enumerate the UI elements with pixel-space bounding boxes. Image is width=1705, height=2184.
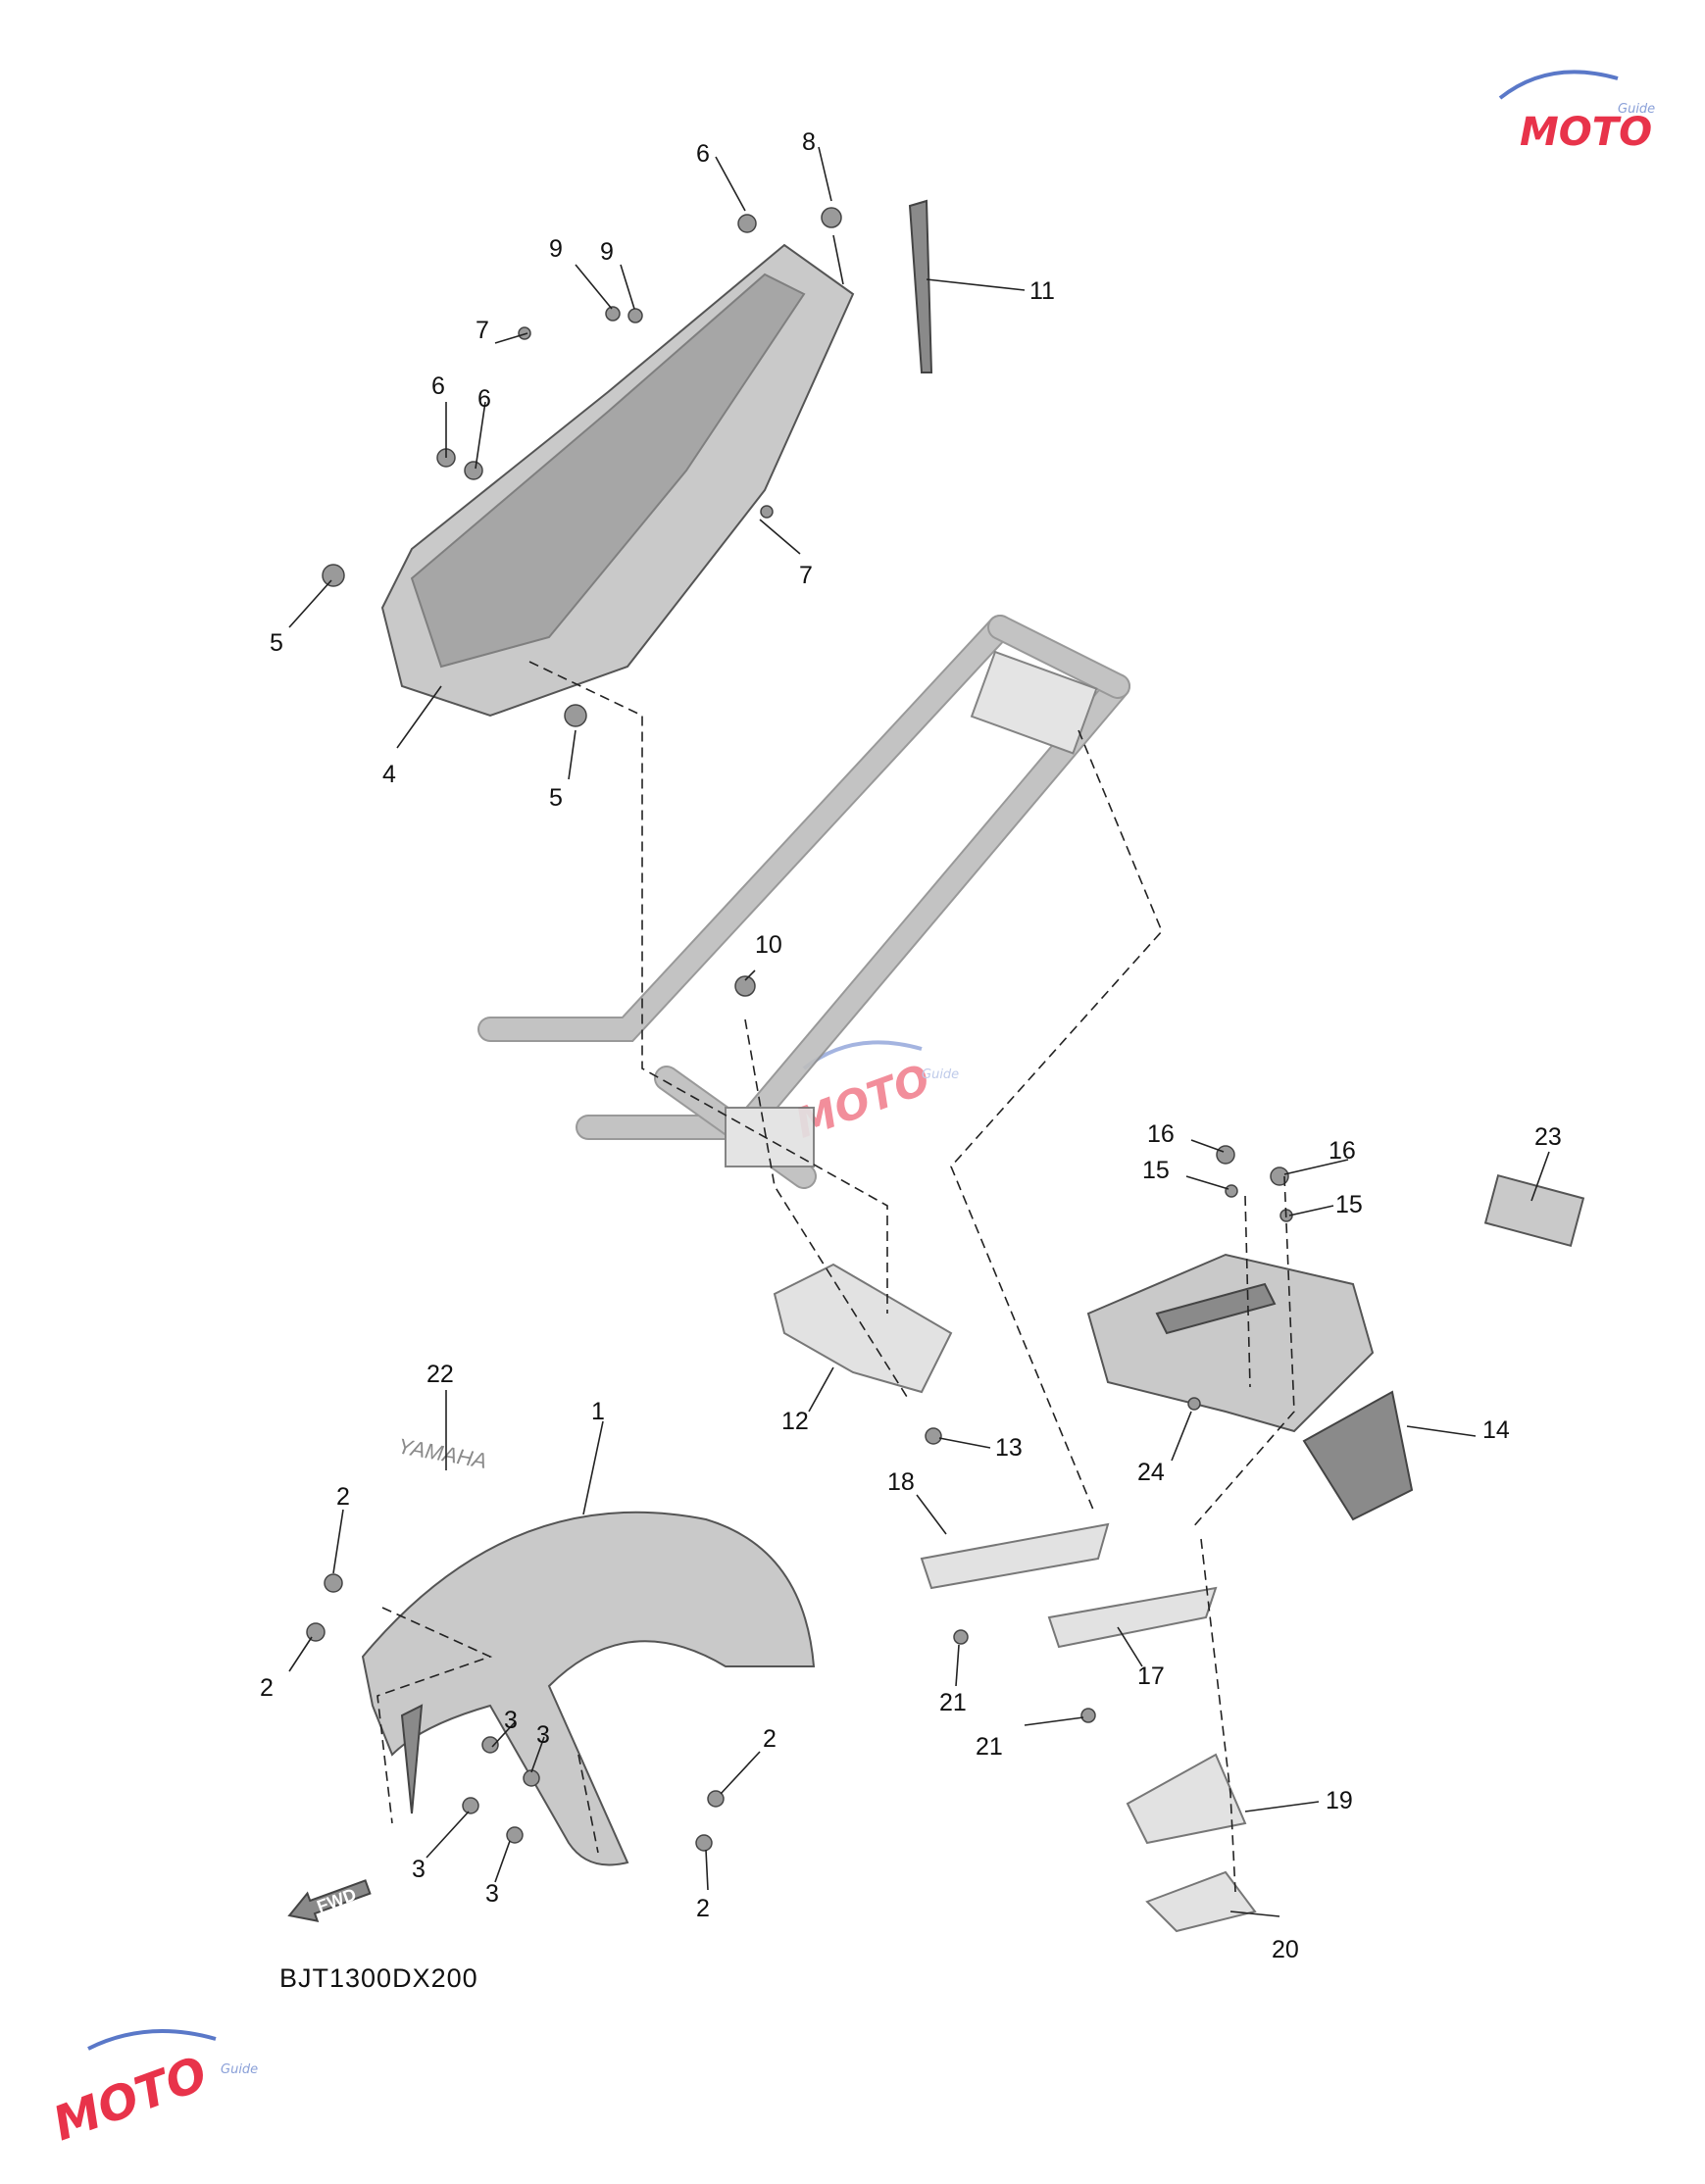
nut-icon xyxy=(1216,1145,1235,1165)
callout-2: 2 xyxy=(260,1674,274,1702)
callout-4: 4 xyxy=(382,761,396,788)
callout-9: 9 xyxy=(600,238,614,266)
callout-2: 2 xyxy=(763,1725,777,1753)
nut-icon xyxy=(734,975,756,997)
callout-15: 15 xyxy=(1142,1157,1170,1184)
nut-icon xyxy=(523,1769,540,1787)
hardware-items xyxy=(306,207,1293,1852)
nut-icon xyxy=(481,1736,499,1754)
assembly-lines xyxy=(376,661,1295,1893)
callout-2: 2 xyxy=(336,1483,350,1511)
svg-text:Guide: Guide xyxy=(922,1067,959,1082)
bracket-part-17 xyxy=(1047,1586,1218,1649)
callout-16: 16 xyxy=(1329,1137,1356,1165)
grommet-icon xyxy=(322,564,345,587)
svg-text:FWD: FWD xyxy=(315,1884,359,1916)
callout-9: 9 xyxy=(549,235,563,263)
callout-3: 3 xyxy=(536,1721,550,1749)
bracket-part-18 xyxy=(920,1522,1110,1590)
callout-6: 6 xyxy=(477,385,491,413)
callout-19: 19 xyxy=(1326,1787,1353,1814)
callout-7: 7 xyxy=(799,562,813,589)
callout-23: 23 xyxy=(1534,1123,1562,1151)
bolt-icon xyxy=(306,1622,326,1642)
callout-14: 14 xyxy=(1482,1416,1510,1444)
nut-icon xyxy=(462,1797,479,1814)
clip-icon xyxy=(760,505,774,519)
callout-21: 21 xyxy=(976,1733,1003,1761)
callout-7: 7 xyxy=(476,317,489,344)
svg-text:Guide: Guide xyxy=(1618,102,1655,117)
nut-icon xyxy=(464,461,483,480)
plate-part-19 xyxy=(1126,1753,1247,1845)
callout-3: 3 xyxy=(412,1856,426,1883)
nut-icon xyxy=(1187,1397,1201,1411)
arrow-left-icon xyxy=(287,1879,372,1922)
nut-icon xyxy=(1270,1166,1289,1186)
callout-20: 20 xyxy=(1272,1936,1299,1963)
bolt-icon xyxy=(324,1573,343,1593)
nut-icon xyxy=(821,207,842,228)
decal-part-22: YAMAHA xyxy=(396,1433,489,1473)
callout-13: 13 xyxy=(995,1434,1023,1462)
nut-icon xyxy=(506,1826,524,1844)
callout-12: 12 xyxy=(781,1408,809,1435)
watermark-logo-bottom: MOTO Guide xyxy=(46,2029,258,2152)
rear-fender-part-4 xyxy=(380,243,855,718)
svg-text:MOTO: MOTO xyxy=(46,2046,215,2152)
clip-icon xyxy=(518,326,531,340)
nut-icon xyxy=(605,306,621,322)
callout-16: 16 xyxy=(1147,1120,1175,1148)
callout-5: 5 xyxy=(270,629,283,657)
callout-17: 17 xyxy=(1137,1663,1165,1690)
bracket-part-12 xyxy=(773,1263,953,1394)
svg-text:Guide: Guide xyxy=(221,2062,258,2077)
callout-6: 6 xyxy=(696,140,710,168)
leader-lines xyxy=(288,146,1550,1917)
nut-icon xyxy=(1080,1708,1096,1723)
callout-11: 11 xyxy=(1029,277,1055,305)
plate-holder-part-14 xyxy=(1086,1253,1414,1521)
watermark-logo-top: MOTO Guide xyxy=(1498,70,1655,155)
plate-part-20 xyxy=(1145,1870,1257,1933)
callout-labels: 6 8 9 9 11 7 6 6 7 5 4 5 10 16 16 23 15 … xyxy=(260,128,1562,1963)
bolt-icon xyxy=(695,1834,713,1852)
nut-icon xyxy=(737,214,757,233)
grommet-icon xyxy=(564,704,587,727)
front-fender-part-1 xyxy=(361,1511,816,1866)
reflector-part-23 xyxy=(1483,1173,1585,1248)
callout-18: 18 xyxy=(887,1468,915,1496)
nut-icon xyxy=(627,308,643,323)
callout-10: 10 xyxy=(755,931,782,959)
subframe-illustration xyxy=(477,615,1130,1189)
callout-22: 22 xyxy=(426,1361,454,1388)
nut-icon xyxy=(925,1427,942,1445)
nut-icon xyxy=(953,1629,969,1645)
callout-21: 21 xyxy=(939,1689,967,1716)
washer-icon xyxy=(1225,1184,1238,1198)
forward-direction-arrow: FWD xyxy=(287,1879,372,1922)
diagram-code: BJT1300DX200 xyxy=(279,1963,478,1993)
svg-text:MOTO: MOTO xyxy=(1520,110,1652,155)
callout-24: 24 xyxy=(1137,1459,1165,1486)
callout-8: 8 xyxy=(802,128,816,156)
bolt-icon xyxy=(707,1790,725,1808)
callout-6: 6 xyxy=(431,372,445,400)
callout-2: 2 xyxy=(696,1895,710,1922)
cable-tie-part-11 xyxy=(908,199,933,373)
callout-5: 5 xyxy=(549,784,563,812)
callout-1: 1 xyxy=(591,1398,605,1425)
callout-3: 3 xyxy=(504,1707,518,1734)
callout-3: 3 xyxy=(485,1880,499,1908)
callout-15: 15 xyxy=(1335,1191,1363,1218)
